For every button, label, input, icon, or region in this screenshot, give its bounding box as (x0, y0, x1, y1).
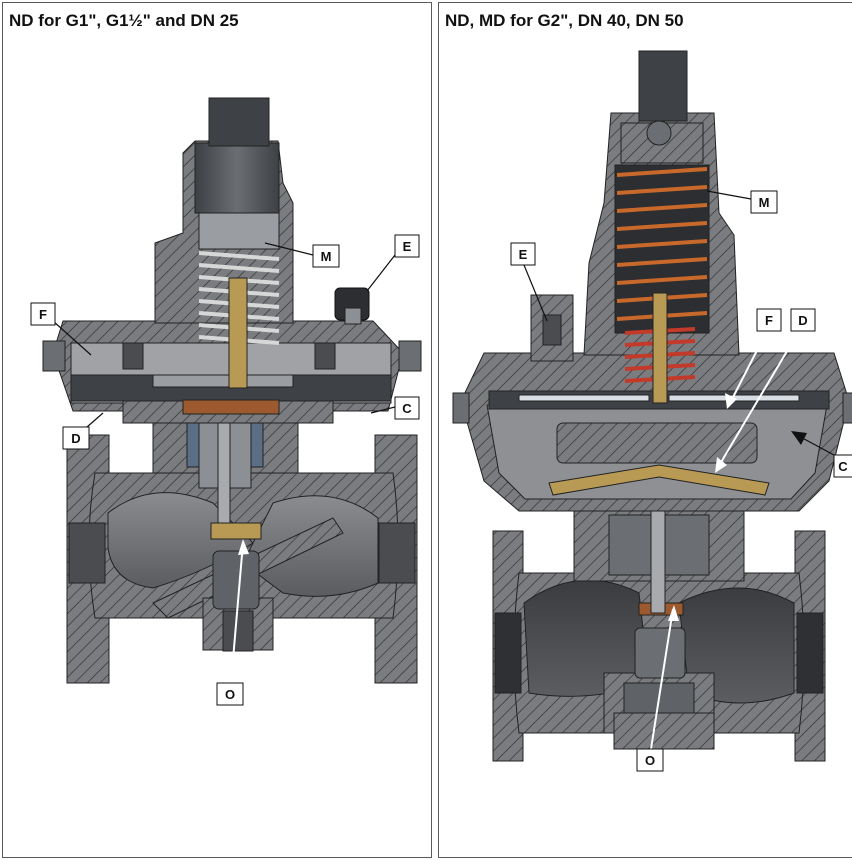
valve-neck-large (573, 450, 745, 614)
left-panel-title: ND for G1", G1½" and DN 25 (9, 11, 239, 30)
label-c-large: C (838, 459, 848, 474)
label-o: O (225, 687, 235, 702)
label-c: C (402, 401, 412, 416)
vent-fitting (334, 287, 370, 325)
label-e: E (403, 239, 412, 254)
label-f: F (39, 307, 47, 322)
label-d: D (71, 431, 80, 446)
vent-fitting-large (530, 294, 574, 362)
label-f-large: F (765, 313, 773, 328)
spring-bonnet (154, 97, 294, 389)
label-m-large: M (759, 195, 770, 210)
diaphragm-housing (42, 320, 422, 424)
adjusting-spring-large (616, 167, 708, 321)
regulator-large-cutaway-diagram: M E F D C O (452, 50, 852, 772)
left-diagram-panel: ND for G1", G1½" and DN 25 (2, 2, 432, 858)
left-callouts: M E F C D O (30, 234, 420, 706)
valve-neck (152, 397, 299, 540)
valve-body-large (492, 530, 826, 762)
label-e-large: E (519, 247, 528, 262)
valve-body (66, 434, 418, 684)
label-m: M (321, 249, 332, 264)
right-callouts: M E F D C O (510, 190, 852, 772)
label-d-large: D (798, 313, 807, 328)
right-diagram-panel: ND, MD for G2", DN 40, DN 50 (438, 2, 852, 858)
spring-bonnet-large (583, 50, 740, 404)
label-o-large: O (645, 753, 655, 768)
regulator-small-cutaway-diagram: M E F C D O (30, 97, 422, 706)
right-panel-title: ND, MD for G2", DN 40, DN 50 (445, 11, 684, 30)
